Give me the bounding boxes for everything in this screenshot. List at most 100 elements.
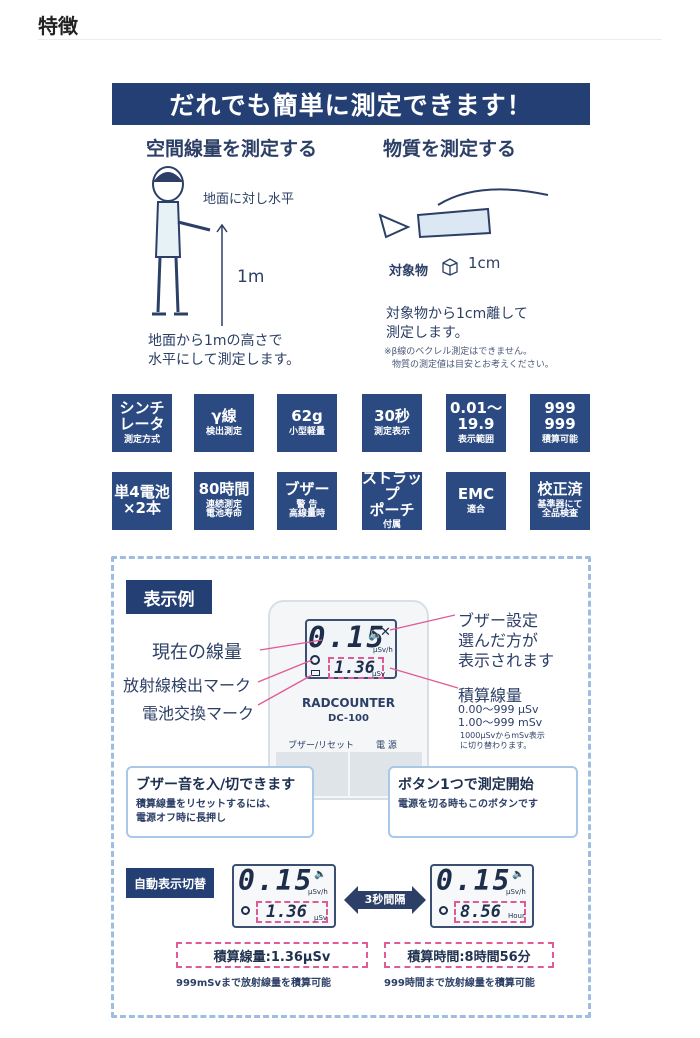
left-note-2: 水平にして測定します。: [148, 352, 301, 368]
callout-power-body: 電源を切る時もこのボタンです: [398, 799, 538, 810]
device-sub-display: [328, 657, 384, 679]
feature-tile-sub: 連続測定 電池寿命: [205, 499, 242, 520]
feature-tile: 80時間連続測定 電池寿命: [194, 472, 254, 530]
feature-tile-sub: 付属: [382, 520, 401, 531]
callout-power: ボタン1つで測定開始 電源を切る時もこのボタンです: [388, 766, 578, 838]
feature-tile-main: 999 999: [544, 399, 576, 433]
feature-tile-sub: 基準器にて 全品検査: [537, 499, 583, 520]
auto-right-sub-box: [454, 901, 526, 923]
auto-lcd-right: [430, 864, 534, 928]
label-battery-mark: 電池交換マーク: [142, 704, 255, 723]
auto-left-speaker-icon: 🔈: [314, 869, 327, 880]
buzzer-icon: 🔈: [368, 627, 383, 641]
feature-tile-main: ストラップ ポーチ: [362, 469, 423, 519]
page-title: 特徴: [38, 14, 78, 38]
device-button-right-label: 電 源: [376, 741, 397, 751]
label-current-dose: 現在の線量: [152, 642, 242, 663]
device-button-left-label: ブザー/リセット: [288, 741, 355, 751]
feature-tile: 単4電池 ×2本: [112, 472, 172, 530]
cumulative-dose-label: 積算線量:1.36μSv: [176, 942, 368, 968]
feature-tile-main: 80時間: [198, 480, 250, 499]
feature-tile-sub: 表示範囲: [457, 434, 494, 445]
auto-right-sub-unit: Hour: [508, 912, 525, 920]
feature-tile-main: ブザー: [284, 480, 330, 499]
feature-tile-sub: 警 告 高線量時: [288, 499, 325, 520]
left-note-1: 地面から1mの高さで: [148, 333, 283, 349]
right-heading: 物質を測定する: [383, 138, 517, 160]
callout-power-title: ボタン1つで測定開始: [398, 777, 534, 793]
label-range-usv: 0.00〜999 μSv: [458, 703, 539, 716]
feature-tile-sub: 検出測定: [205, 426, 242, 437]
object-label: 対象物: [389, 264, 429, 279]
feature-tile: ブザー警 告 高線量時: [277, 472, 337, 530]
right-note-2: 測定します。: [386, 325, 469, 341]
feature-tile-sub: 測定表示: [373, 426, 410, 437]
cumulative-dose-caption: 999mSvまで放射線量を積算可能: [176, 978, 332, 989]
label-switch-note-2: に切り替わります。: [460, 741, 532, 750]
mute-icon: ✕: [380, 625, 391, 640]
distance-label: 1cm: [468, 254, 501, 272]
auto-left-main: 0.15: [238, 864, 314, 897]
battery-mark-icon: [311, 670, 320, 676]
banner: だれでも簡単に測定できます！: [112, 83, 590, 125]
feature-tile: 校正済基準器にて 全品検査: [530, 472, 590, 530]
cumulative-time-label: 積算時間:8時間56分: [384, 942, 554, 968]
feature-tile-sub: 測定方式: [123, 434, 160, 445]
hand-device-illustration: [378, 188, 549, 239]
auto-lcd-left: [232, 864, 336, 928]
title-divider: [38, 39, 662, 40]
callout-buzzer-title: ブザー音を入/切できます: [136, 777, 296, 793]
feature-tile: シンチ レータ測定方式: [112, 394, 172, 452]
device-sub-unit: μSv: [372, 670, 386, 678]
feature-tile-main: 0.01〜 19.9: [449, 399, 502, 433]
label-buzzer-2: 選んだ方が: [458, 631, 539, 650]
device-main-unit: μSv/h: [373, 646, 393, 654]
auto-switch-tag: 自動表示切替: [126, 868, 214, 898]
feature-tile-sub: 積算可能: [541, 434, 578, 445]
callout-buzzer: ブザー音を入/切できます 積算線量をリセットするには、 電源オフ時に長押し: [126, 766, 314, 838]
auto-left-unit: μSv/h: [308, 888, 328, 896]
feature-tile-main: 62g: [291, 406, 323, 425]
cumulative-time-caption: 999時間まで放射線量を積算可能: [384, 978, 535, 989]
label-range-msv: 1.00〜999 mSv: [458, 716, 543, 729]
label-switch-note-1: 1000μSvからmSv表示: [460, 731, 545, 740]
feature-tile-main: 30秒: [374, 406, 410, 425]
feature-tile: ストラップ ポーチ付属: [362, 469, 423, 531]
feature-tile-sub: 小型軽量: [288, 426, 325, 437]
auto-right-speaker-icon: 🔈: [512, 869, 525, 880]
auto-right-main: 0.15: [436, 864, 512, 897]
auto-left-detect-icon: [241, 906, 250, 915]
label-buzzer-3: 表示されます: [458, 651, 555, 670]
feature-tile-main: 単4電池 ×2本: [114, 483, 170, 517]
person-illustration: [152, 166, 211, 316]
display-example-frame: [111, 556, 591, 1018]
auto-right-unit: μSv/h: [506, 888, 526, 896]
disclaimer-1: ※β線のベクレル測定はできません。: [384, 347, 533, 357]
callout-buzzer-body-2: 電源オフ時に長押し: [136, 813, 226, 824]
right-note-1: 対象物から1cm離して: [386, 306, 528, 322]
device-sub-reading: 1.36: [334, 658, 375, 678]
label-buzzer-1: ブザー設定: [458, 611, 539, 630]
auto-left-sub-box: [256, 901, 328, 923]
feature-tile-main: 校正済: [537, 480, 583, 499]
label-detect-mark: 放射線検出マーク: [123, 676, 252, 695]
feature-tile: 30秒測定表示: [362, 394, 422, 452]
feature-tile-main: EMC: [457, 484, 495, 503]
disclaimer-2: 物質の測定値は目安とお考えください。: [392, 360, 554, 370]
device-brand: RADCOUNTER: [302, 696, 395, 710]
cube-icon: [442, 258, 458, 276]
height-arrow: [216, 224, 228, 326]
feature-tile-sub: 適合: [466, 504, 485, 515]
device-main-reading: 0.15: [308, 620, 386, 654]
device-model: DC-100: [328, 713, 369, 724]
horizontal-note: 地面に対し水平: [203, 192, 295, 207]
label-cumulative: 積算線量: [458, 686, 523, 705]
height-label: 1m: [237, 267, 265, 287]
left-heading: 空間線量を測定する: [146, 138, 318, 160]
auto-left-sub-unit: μSv: [314, 914, 328, 922]
interval-label: 3秒間隔: [364, 893, 406, 906]
auto-right-sub: 8.56: [460, 902, 501, 922]
